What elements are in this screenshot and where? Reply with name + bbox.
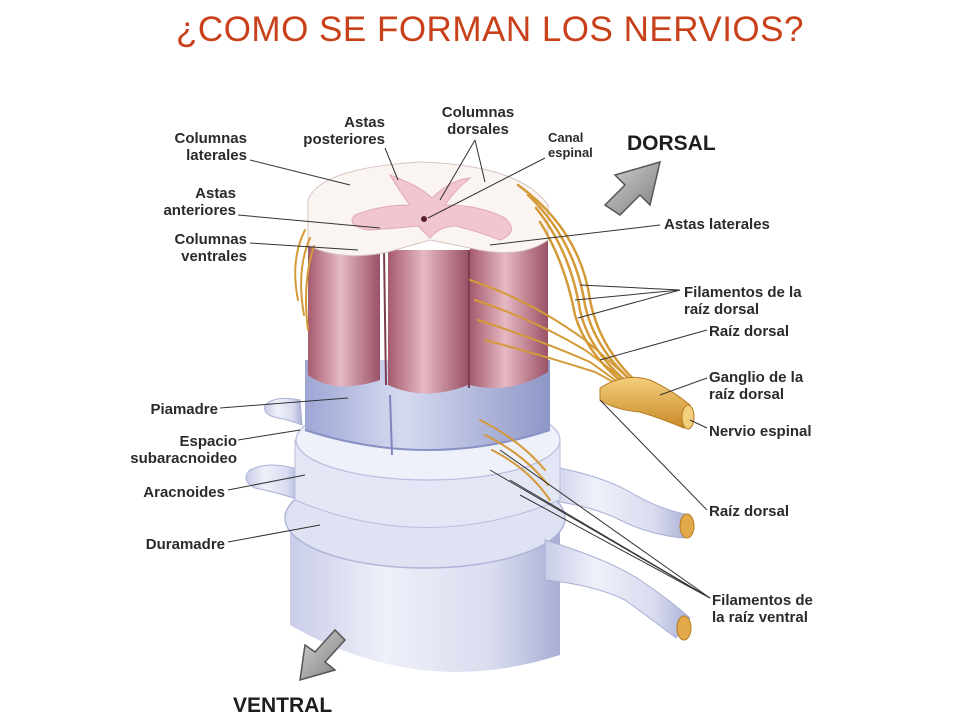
dorsal-arrow-icon bbox=[603, 160, 662, 216]
gray-matter bbox=[351, 174, 512, 241]
label-line: Piamadre bbox=[150, 401, 218, 418]
cross-section bbox=[307, 161, 549, 257]
label-line: Astas laterales bbox=[664, 216, 770, 233]
label-line: raíz dorsal bbox=[684, 301, 759, 318]
label-line: Nervio espinal bbox=[709, 423, 812, 440]
label-line: Astas bbox=[195, 185, 236, 202]
dorsal-root-ganglion bbox=[599, 376, 695, 430]
label-duramadre: Duramadre bbox=[146, 536, 225, 553]
label-line: subaracnoideo bbox=[130, 450, 237, 467]
label-line: Raíz dorsal bbox=[709, 323, 789, 340]
page-title: ¿COMO SE FORMAN LOS NERVIOS? bbox=[176, 10, 804, 49]
label-aracnoides: Aracnoides bbox=[143, 484, 225, 501]
label-piamadre: Piamadre bbox=[150, 401, 218, 418]
label-nervio-espinal: Nervio espinal bbox=[709, 423, 812, 440]
leader-lines bbox=[219, 139, 711, 599]
label-raiz-dorsal-top: Raíz dorsal bbox=[709, 323, 789, 340]
label-line: Raíz dorsal bbox=[709, 503, 789, 520]
label-astas-laterales: Astas laterales bbox=[664, 216, 770, 233]
label-line: laterales bbox=[186, 147, 247, 164]
label-line: Espacio bbox=[179, 433, 237, 450]
label-line: Columnas bbox=[174, 130, 247, 147]
label-line: espinal bbox=[548, 145, 593, 160]
label-line: Columnas bbox=[442, 104, 515, 121]
label-line: anteriores bbox=[163, 202, 236, 219]
label-line: dorsales bbox=[447, 121, 509, 138]
central-canal bbox=[421, 216, 427, 222]
label-line: Columnas bbox=[174, 231, 247, 248]
label-line: Canal bbox=[548, 130, 583, 145]
label-line: Filamentos de bbox=[712, 592, 813, 609]
label-line: Ganglio de la bbox=[709, 369, 804, 386]
label-line: Filamentos de la bbox=[684, 284, 802, 301]
label-raiz-dorsal-bottom: Raíz dorsal bbox=[709, 503, 789, 520]
label-line: Aracnoides bbox=[143, 484, 225, 501]
ventral-arrow-icon bbox=[299, 628, 347, 682]
direction-dorsal: DORSAL bbox=[627, 132, 716, 155]
label-line: la raíz ventral bbox=[712, 609, 808, 626]
label-line: Astas bbox=[344, 114, 385, 131]
label-line: posteriores bbox=[303, 131, 385, 148]
label-line: raíz dorsal bbox=[709, 386, 784, 403]
label-line: ventrales bbox=[181, 248, 247, 265]
direction-ventral: VENTRAL bbox=[233, 694, 332, 717]
label-line: Duramadre bbox=[146, 536, 225, 553]
white-matter-columns bbox=[308, 235, 548, 394]
